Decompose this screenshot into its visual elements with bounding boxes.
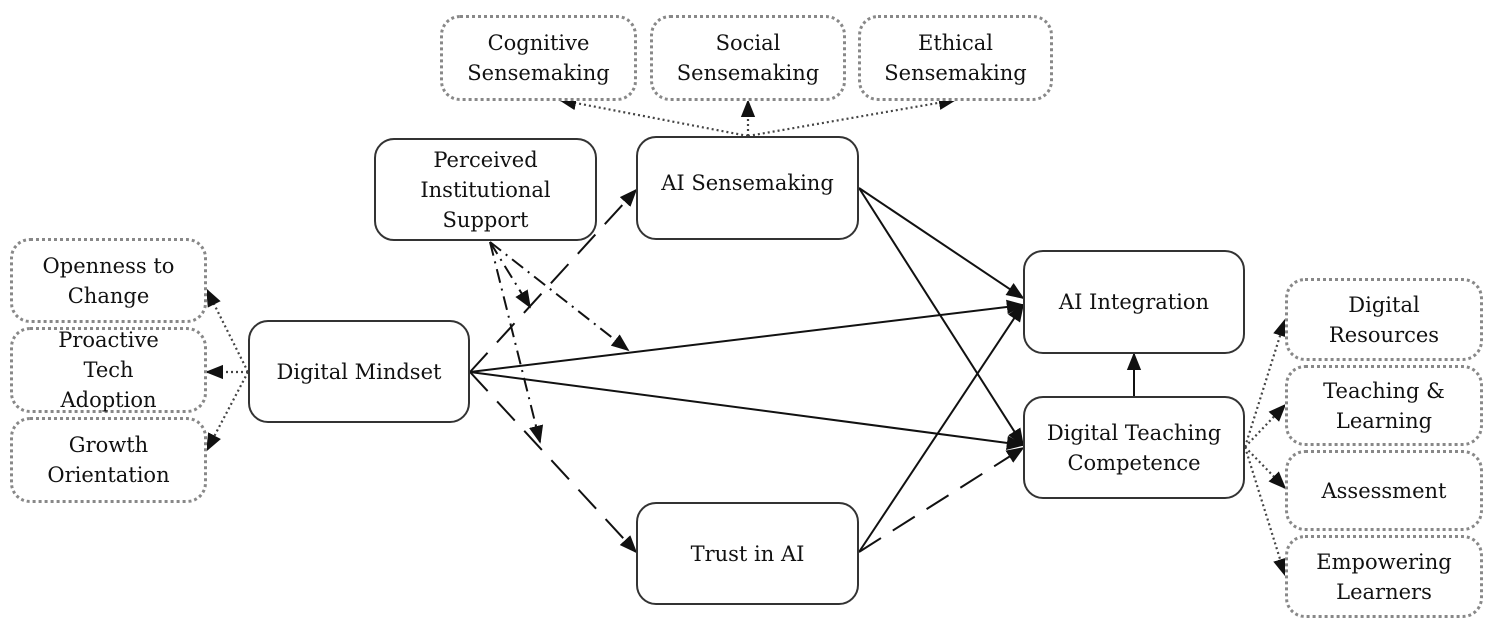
dimension-proactive-tech-adoption: Proactive Tech Adoption <box>10 327 207 413</box>
construct-label: Digital Mindset <box>276 359 442 384</box>
arrow-dm-to-growth <box>206 371 249 452</box>
arrow-ais-to-cognitive <box>558 95 749 138</box>
dimension-teaching-learning: Teaching & Learning <box>1285 365 1483 446</box>
moderation-pis-dm-aii <box>489 241 630 352</box>
dimension-label: Teaching & Learning <box>1323 378 1445 433</box>
construct-perceived-institutional-support: Perceived Institutional Support <box>374 138 597 241</box>
dimension-social-sensemaking: Social Sensemaking <box>650 15 846 101</box>
arrow-ais-to-ethical <box>747 95 957 138</box>
path-dm-to-aii <box>469 299 1025 373</box>
dimension-openness-to-change: Openness to Change <box>10 238 207 323</box>
arrow-dm-to-openness <box>206 288 249 373</box>
dimension-empowering-learners: Empowering Learners <box>1285 535 1483 618</box>
construct-label: AI Integration <box>1058 290 1210 314</box>
construct-label: AI Sensemaking <box>661 171 834 195</box>
path-dm-to-dtc <box>469 371 1025 451</box>
moderation-pis-dm-trust <box>489 241 544 444</box>
dimension-label: Empowering Learners <box>1316 549 1452 604</box>
arrow-dtc-to-resources <box>1243 318 1288 448</box>
moderation-pis-dm-ais <box>489 241 531 309</box>
construct-label: Perceived Institutional Support <box>420 147 551 232</box>
path-trust-to-dtc <box>858 447 1025 553</box>
construct-trust-in-ai: Trust in AI <box>636 502 859 605</box>
dimension-label: Openness to Change <box>42 253 175 308</box>
dimension-growth-orientation: Growth Orientation <box>10 417 207 503</box>
construct-label: Digital Teaching Competence <box>1046 420 1222 475</box>
path-trust-to-aii <box>858 303 1024 553</box>
dimension-label: Digital Resources <box>1328 292 1440 347</box>
construct-ai-sensemaking: AI Sensemaking <box>636 136 859 240</box>
dimension-label: Assessment <box>1321 478 1447 503</box>
path-dm-to-ais <box>469 188 638 373</box>
arrow-dtc-to-empowering <box>1243 446 1288 577</box>
dimension-label: Cognitive Sensemaking <box>467 31 610 85</box>
dimension-ethical-sensemaking: Ethical Sensemaking <box>858 15 1053 101</box>
dimension-digital-resources: Digital Resources <box>1285 278 1483 361</box>
path-ais-to-aii <box>858 187 1025 300</box>
construct-digital-teaching-competence: Digital Teaching Competence <box>1023 396 1245 499</box>
dimension-label: Social Sensemaking <box>676 31 820 85</box>
construct-label: Trust in AI <box>690 541 805 566</box>
construct-ai-integration: AI Integration <box>1023 250 1245 354</box>
dimension-cognitive-sensemaking: Cognitive Sensemaking <box>440 15 637 101</box>
dimension-label: Growth Orientation <box>47 433 170 487</box>
path-dm-to-trust <box>469 371 638 554</box>
dimension-label: Proactive Tech Adoption <box>58 328 159 412</box>
dimension-label: Ethical Sensemaking <box>884 31 1027 85</box>
construct-digital-mindset: Digital Mindset <box>248 320 470 423</box>
path-ais-to-dtc <box>858 187 1024 447</box>
dimension-assessment: Assessment <box>1285 450 1483 531</box>
